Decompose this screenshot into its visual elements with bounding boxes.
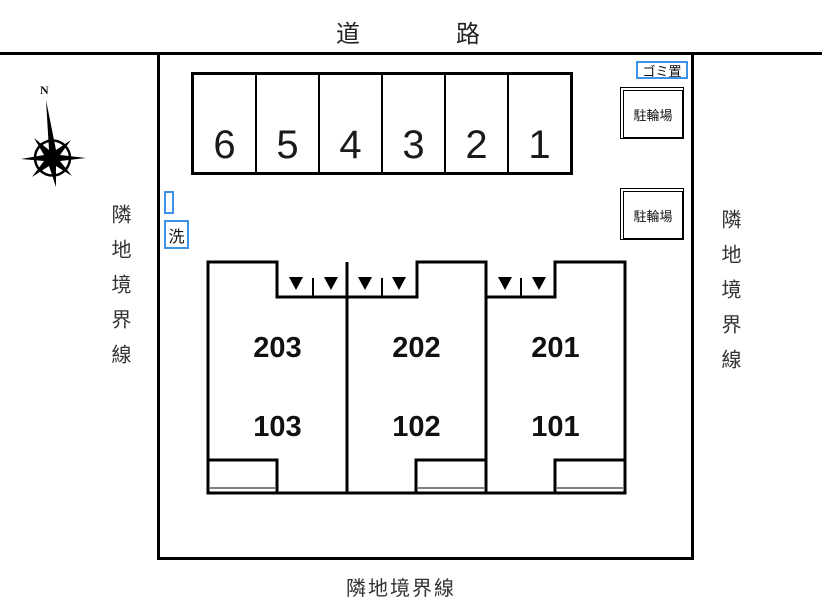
unit-label-202: 202 (392, 332, 441, 364)
bicycle-parking-upper: 駐輪場 (620, 87, 684, 139)
parking-stall-number: 2 (465, 123, 488, 167)
bicycle-parking-upper-label: 駐輪場 (623, 90, 683, 138)
boundary-label-right: 隣地境界線 (718, 209, 740, 384)
compass-rose-icon (21, 100, 86, 187)
parking-stall-number: 1 (528, 123, 551, 167)
parking-area: 6 5 4 3 2 1 (191, 72, 573, 175)
unit-label-203: 203 (253, 332, 302, 364)
parking-stall-4: 4 (318, 75, 381, 172)
bicycle-parking-lower-label: 駐輪場 (623, 191, 683, 239)
parking-stall-6: 6 (194, 75, 255, 172)
compass-north-label: N (40, 83, 49, 97)
unit-label-201: 201 (531, 332, 580, 364)
bicycle-parking-lower: 駐輪場 (620, 188, 684, 240)
unit-label-103: 103 (253, 411, 302, 443)
road-label-left: 道 (336, 22, 360, 48)
unit-label-101: 101 (531, 411, 580, 443)
boundary-label-left: 隣地境界線 (108, 204, 130, 379)
parking-stall-3: 3 (381, 75, 444, 172)
boundary-label-bottom: 隣地境界線 (346, 578, 456, 600)
laundry-small-box (164, 191, 174, 214)
parking-stall-number: 4 (339, 123, 362, 167)
unit-label-102: 102 (392, 411, 441, 443)
parking-stall-number: 5 (276, 123, 299, 167)
parking-stall-5: 5 (255, 75, 318, 172)
parking-stall-number: 6 (213, 123, 236, 167)
site-boundary-rect (157, 52, 694, 560)
road-label: 道 路 (336, 14, 480, 49)
parking-stall-2: 2 (444, 75, 507, 172)
parking-stall-1: 1 (507, 75, 570, 172)
parking-stall-number: 3 (402, 123, 425, 167)
road-label-right: 路 (456, 22, 480, 48)
garbage-area-box: ゴミ置 (636, 61, 688, 79)
laundry-box: 洗 (164, 220, 189, 249)
